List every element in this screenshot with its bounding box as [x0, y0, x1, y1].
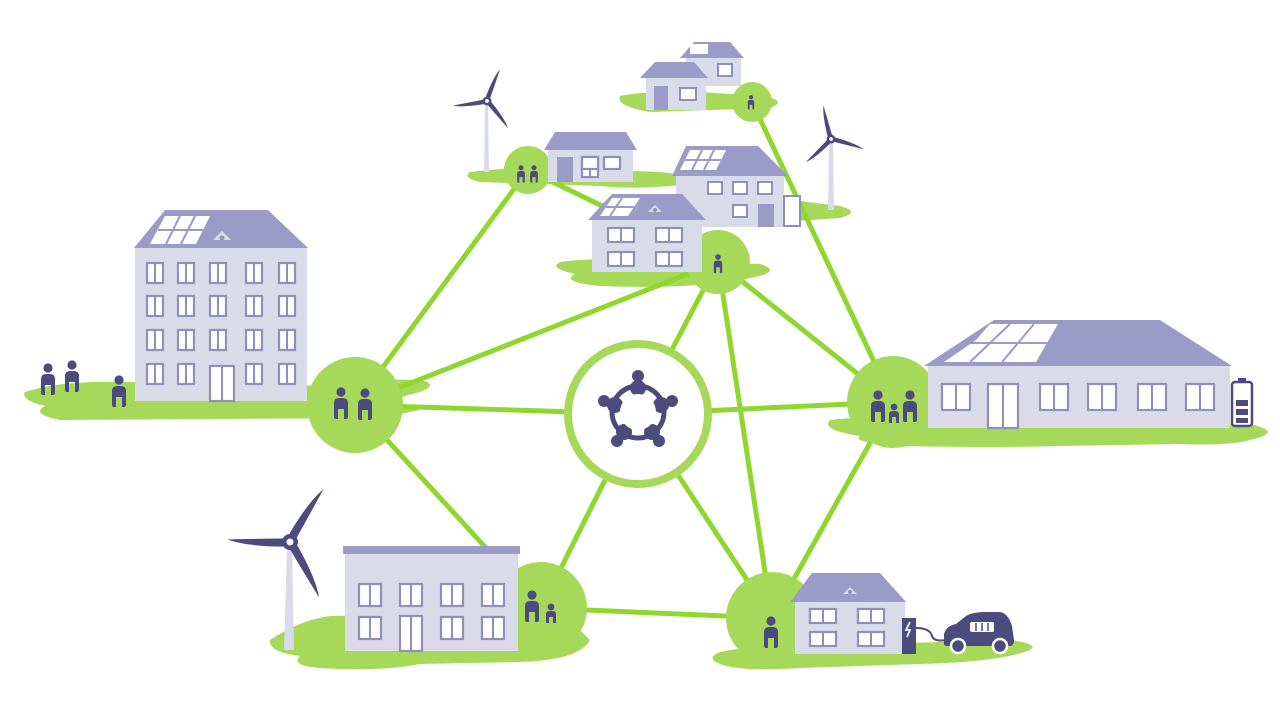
solar-panel-icon	[680, 149, 726, 171]
hilltop-houses	[640, 42, 744, 110]
link-apartment-node-upper-house-node	[352, 259, 721, 408]
ev-house	[790, 573, 906, 654]
solar-panel-icon	[150, 215, 210, 245]
apartment-building	[134, 210, 308, 403]
wind-turbine-icon	[221, 461, 367, 650]
solar-panel-icon	[600, 197, 640, 217]
row-houses	[544, 132, 637, 182]
wind-turbine-icon	[789, 96, 867, 210]
upper-houses	[588, 146, 801, 272]
battery-icon	[1230, 378, 1254, 428]
electric-car-icon	[944, 612, 1014, 655]
office-building	[343, 546, 520, 653]
ev-charger-icon	[902, 618, 947, 654]
bungalow-node	[847, 356, 939, 448]
link-apartment-node-row-houses-node	[352, 167, 531, 408]
apartment-node	[307, 357, 403, 453]
community-hub	[564, 340, 712, 488]
solar-panel-icon	[944, 323, 1058, 363]
link-hilltop-houses-node-bungalow-node	[749, 99, 896, 405]
bungalow	[924, 320, 1232, 430]
row-houses-node	[504, 146, 552, 194]
wind-turbine-icon	[450, 59, 526, 172]
community-circle-icon	[598, 370, 678, 447]
link-upper-house-node-ev-house-node	[715, 259, 775, 621]
